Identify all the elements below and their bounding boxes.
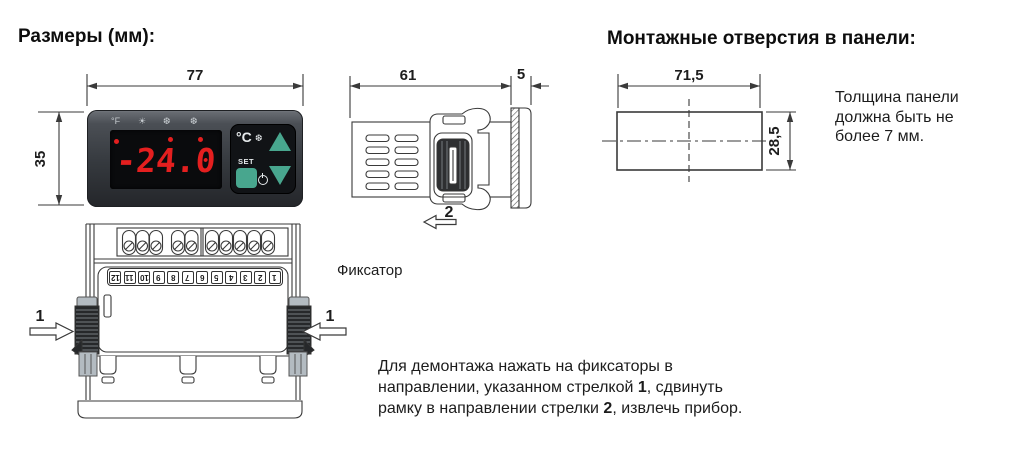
press-arrow-left: 1 — [29, 308, 75, 341]
led-indicator-dot — [114, 139, 119, 144]
terminal-number: 2 — [254, 270, 267, 284]
down-arrow-button — [269, 166, 291, 185]
terminal-number: 9 — [152, 270, 165, 284]
terminal-number: 12 — [109, 270, 122, 284]
terminal-number: 5 — [210, 270, 223, 284]
press-arrow-right-number: 1 — [326, 308, 335, 325]
demount-line-3: рамку в направлении стрелки 2, извлечь п… — [378, 400, 743, 417]
keypad: °C ❆ SET — [230, 124, 296, 194]
demount-line-2: направлении, указанном стрелкой 1, сдвин… — [378, 379, 723, 396]
temperature-value: -24.0 — [114, 141, 217, 180]
terminal-number: 8 — [167, 270, 180, 284]
bottom-plate — [77, 400, 303, 419]
controller-front-view: °F ☀ ❆ ❆ -24.0 °C ❆ SET — [87, 110, 303, 207]
mounting-clip — [429, 107, 491, 211]
power-icon — [258, 173, 268, 185]
terminal-number: 3 — [239, 270, 252, 284]
right-latch — [286, 296, 315, 377]
set-label: SET — [238, 157, 255, 166]
terminal-number: 7 — [181, 270, 194, 284]
mounting-holes-heading: Монтажные отверстия в панели: — [607, 28, 916, 49]
panel-thickness-note: Толщина панели должна быть не более 7 мм… — [835, 89, 959, 145]
dim-hole-height: 28,5 — [766, 126, 783, 155]
dim-bezel-depth: 5 — [517, 66, 525, 83]
dim-front-height: 35 — [32, 151, 49, 168]
demount-line-1: Для демонтажа нажать на фиксаторы в — [378, 358, 673, 375]
latch-label: Фиксатор — [337, 262, 403, 279]
fahrenheit-label: °F — [111, 116, 121, 126]
dim-hole-width: 71,5 — [674, 67, 703, 84]
press-arrow-right: 1 — [301, 308, 347, 341]
slide-arrow: 2 — [422, 204, 457, 230]
demount-instructions: Для демонтажа нажать на фиксаторы в напр… — [378, 356, 898, 419]
terminal-number: 11 — [123, 270, 136, 284]
snowflake-icon: ❆ — [255, 133, 263, 143]
rear-view: 1 1 — [29, 223, 347, 419]
celsius-label: °C — [236, 129, 252, 145]
front-view-dimensions: 77 35 — [32, 67, 304, 206]
left-latch — [71, 296, 100, 377]
set-button — [236, 168, 257, 188]
snowflake-icon: ❆ — [190, 116, 198, 126]
side-view: 61 5 — [349, 66, 549, 230]
terminal-screws — [121, 229, 276, 256]
led-display: -24.0 — [110, 130, 222, 189]
terminal-number: 10 — [138, 270, 151, 284]
led-indicator-dot — [168, 137, 173, 142]
panel-cutout-view: 71,5 28,5 — [602, 67, 796, 182]
led-indicator-dot — [198, 137, 203, 142]
terminal-number: 6 — [196, 270, 209, 284]
press-arrow-left-number: 1 — [36, 308, 45, 325]
terminal-number: 1 — [268, 270, 281, 284]
sun-icon: ☀ — [138, 116, 147, 126]
dim-side-depth: 61 — [400, 67, 417, 84]
terminal-number: 4 — [225, 270, 238, 284]
front-bezel-side — [510, 107, 532, 209]
frame-hooks — [99, 356, 277, 384]
vent-slots — [365, 134, 419, 191]
slide-arrow-number: 2 — [445, 204, 454, 221]
up-arrow-button — [269, 132, 291, 151]
dim-front-width: 77 — [187, 67, 204, 84]
snowflake-icon: ❆ — [163, 116, 171, 126]
dimensions-heading: Размеры (мм): — [18, 26, 156, 47]
terminal-number-strip: 12 11 10 9 8 7 6 5 4 3 2 1 — [107, 268, 283, 286]
